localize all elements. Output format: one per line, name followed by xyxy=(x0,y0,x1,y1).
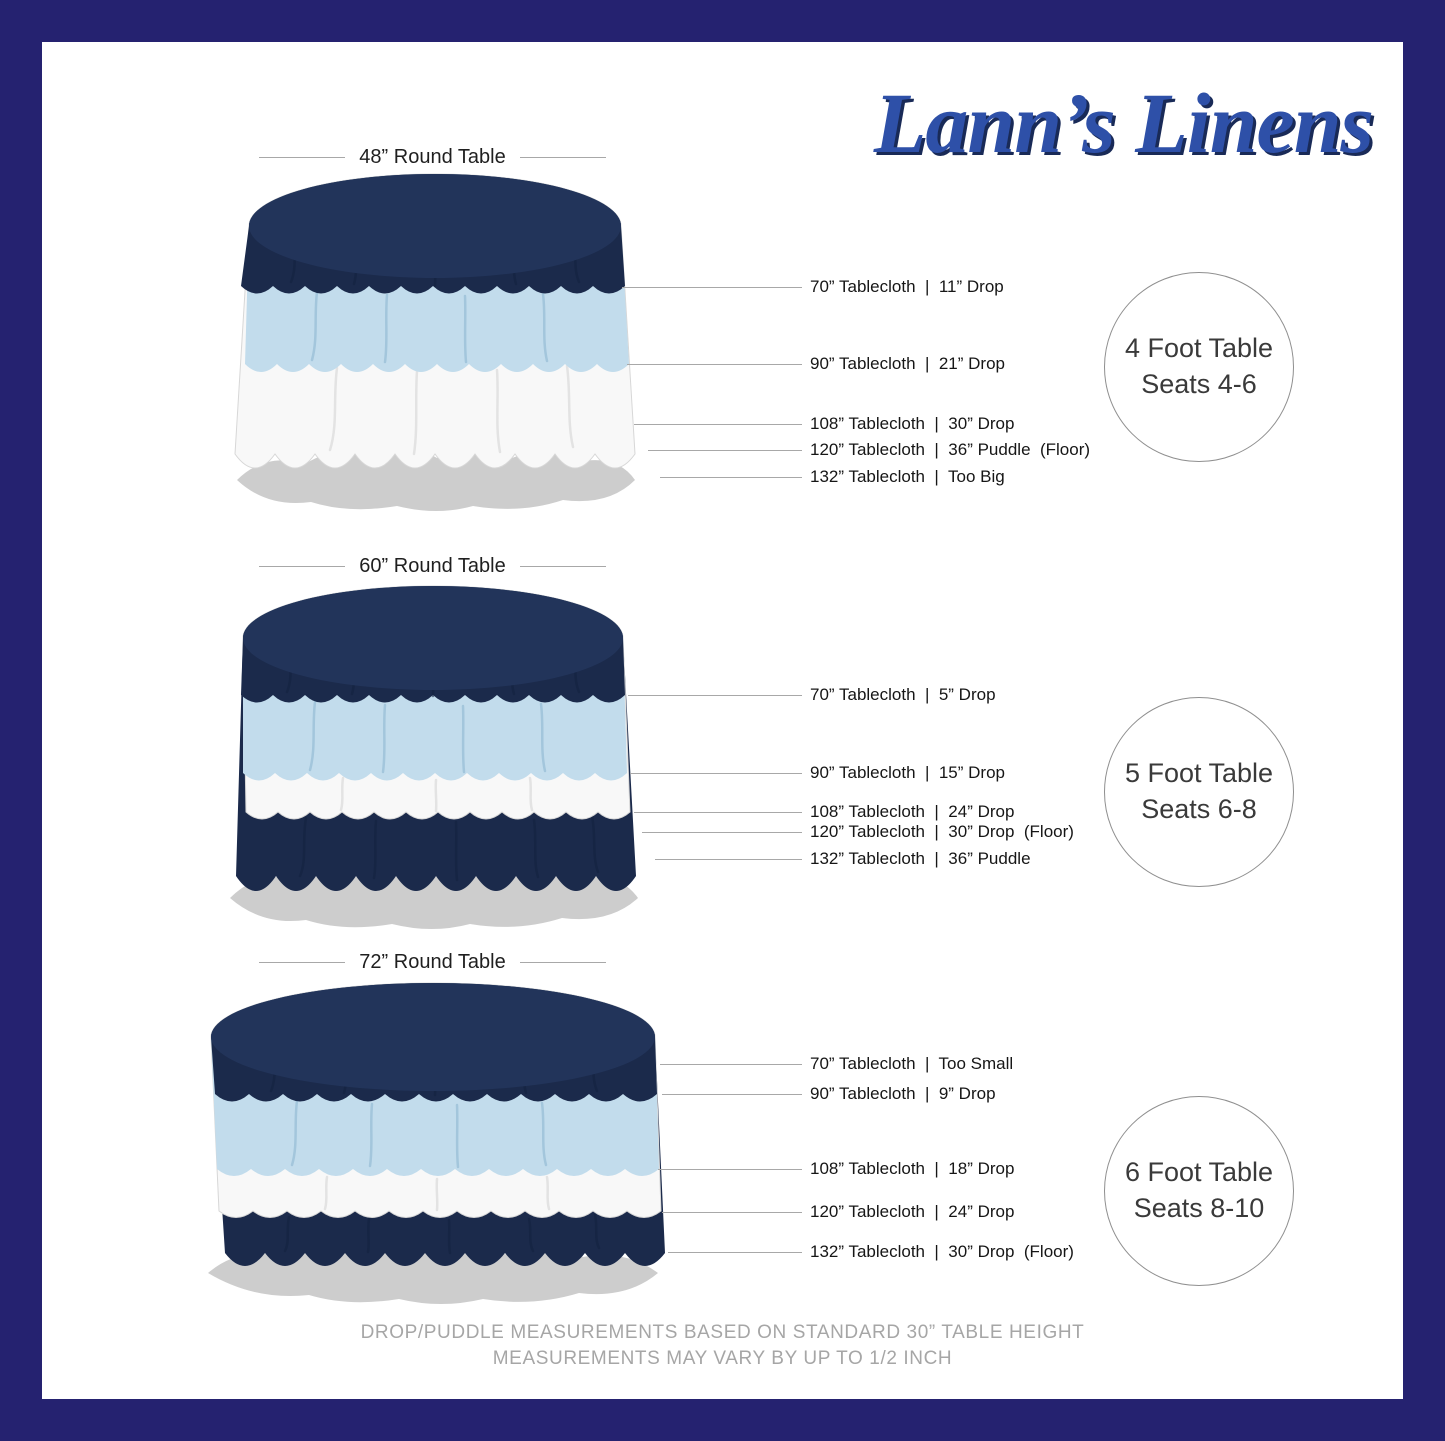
measurement-label: 120” Tablecloth | 24” Drop xyxy=(810,1202,1015,1221)
brand-logo: Lann’s Linens xyxy=(873,75,1374,171)
section-title-text: 60” Round Table xyxy=(359,554,506,577)
title-rule-left xyxy=(259,961,346,963)
measurement-label: 70” Tablecloth | 5” Drop xyxy=(810,685,996,704)
measurement-label: 70” Tablecloth | 11” Drop xyxy=(810,277,1004,296)
white-fold-lines xyxy=(323,1175,551,1212)
section-title-text: 72” Round Table xyxy=(359,950,506,973)
light-blue-fold-lines xyxy=(290,1099,548,1169)
title-rule-right xyxy=(519,961,606,963)
measurement-label: 132” Tablecloth | Too Big xyxy=(810,467,1005,486)
title-rule-left xyxy=(259,156,346,158)
leader-line xyxy=(655,859,802,860)
leader-line xyxy=(642,832,802,833)
measurement-label: 120” Tablecloth | 30” Drop (Floor) xyxy=(810,822,1074,841)
leader-line xyxy=(634,812,802,813)
section-title-72: 72” Round Table xyxy=(250,951,615,973)
measurement-label: 132” Tablecloth | 30” Drop (Floor) xyxy=(810,1242,1074,1261)
leader-line xyxy=(648,450,802,451)
seating-line2: Seats 6-8 xyxy=(1141,794,1257,824)
leader-line xyxy=(668,1252,802,1253)
measurement-label: 108” Tablecloth | 30” Drop xyxy=(810,414,1015,433)
leader-line xyxy=(662,1212,802,1213)
leader-line xyxy=(627,364,802,365)
white-fold-lines xyxy=(328,364,575,456)
seating-line1: 4 Foot Table xyxy=(1124,333,1274,364)
seating-line1: 5 Foot Table xyxy=(1124,758,1274,789)
measurement-label: 120” Tablecloth | 36” Puddle (Floor) xyxy=(810,440,1091,459)
light-blue-fold-lines xyxy=(310,290,549,364)
measurement-label: 90” Tablecloth | 15” Drop xyxy=(810,763,1005,782)
measurement-label: 90” Tablecloth | 9” Drop xyxy=(810,1084,996,1103)
leader-line xyxy=(662,1094,802,1095)
section-title-60: 60” Round Table xyxy=(250,555,615,577)
measurement-label: 108” Tablecloth | 18” Drop xyxy=(810,1159,1015,1178)
footer-disclaimer-line1: DROP/PUDDLE MEASUREMENTS BASED ON STANDA… xyxy=(360,1322,1085,1343)
leader-line xyxy=(628,695,802,696)
seating-line2: Seats 4-6 xyxy=(1141,369,1257,399)
light-blue-fold-lines xyxy=(308,700,547,774)
title-rule-right xyxy=(519,565,606,567)
table-top-surface xyxy=(249,174,621,278)
leader-line xyxy=(622,287,802,288)
title-rule-right xyxy=(519,156,606,158)
navy-bottom-fold-lines xyxy=(283,1213,601,1255)
section-title-text: 48” Round Table xyxy=(359,145,506,168)
measurement-label: 70” Tablecloth | Too Small xyxy=(810,1054,1014,1073)
section-title-48: 48” Round Table xyxy=(250,146,615,168)
measurement-label: 90” Tablecloth | 21” Drop xyxy=(810,354,1005,373)
seating-badge-6ft: 6 Foot Table Seats 8-10 xyxy=(1104,1096,1294,1286)
title-rule-left xyxy=(259,565,346,567)
leader-line xyxy=(658,1169,802,1170)
measurement-label: 108” Tablecloth | 24” Drop xyxy=(810,802,1015,821)
measurement-label: 132” Tablecloth | 36” Puddle xyxy=(810,849,1031,868)
table-illustration-48-round xyxy=(234,173,636,511)
navy-bottom-fold-lines xyxy=(298,814,600,882)
table-top-surface xyxy=(211,983,655,1091)
table-top-surface xyxy=(243,586,623,690)
leader-line xyxy=(634,424,802,425)
leader-line xyxy=(660,477,802,478)
leader-line xyxy=(630,773,802,774)
table-illustration-60-round xyxy=(230,585,638,929)
leader-line xyxy=(660,1064,802,1065)
table-illustration-72-round xyxy=(208,982,665,1304)
seating-badge-5ft: 5 Foot Table Seats 6-8 xyxy=(1104,697,1294,887)
footer-disclaimer-line2: MEASUREMENTS MAY VARY BY UP TO 1/2 INCH xyxy=(492,1348,953,1369)
seating-line2: Seats 8-10 xyxy=(1133,1193,1265,1223)
seating-badge-4ft: 4 Foot Table Seats 4-6 xyxy=(1104,272,1294,462)
white-fold-lines xyxy=(339,776,534,813)
seating-line1: 6 Foot Table xyxy=(1124,1157,1274,1188)
